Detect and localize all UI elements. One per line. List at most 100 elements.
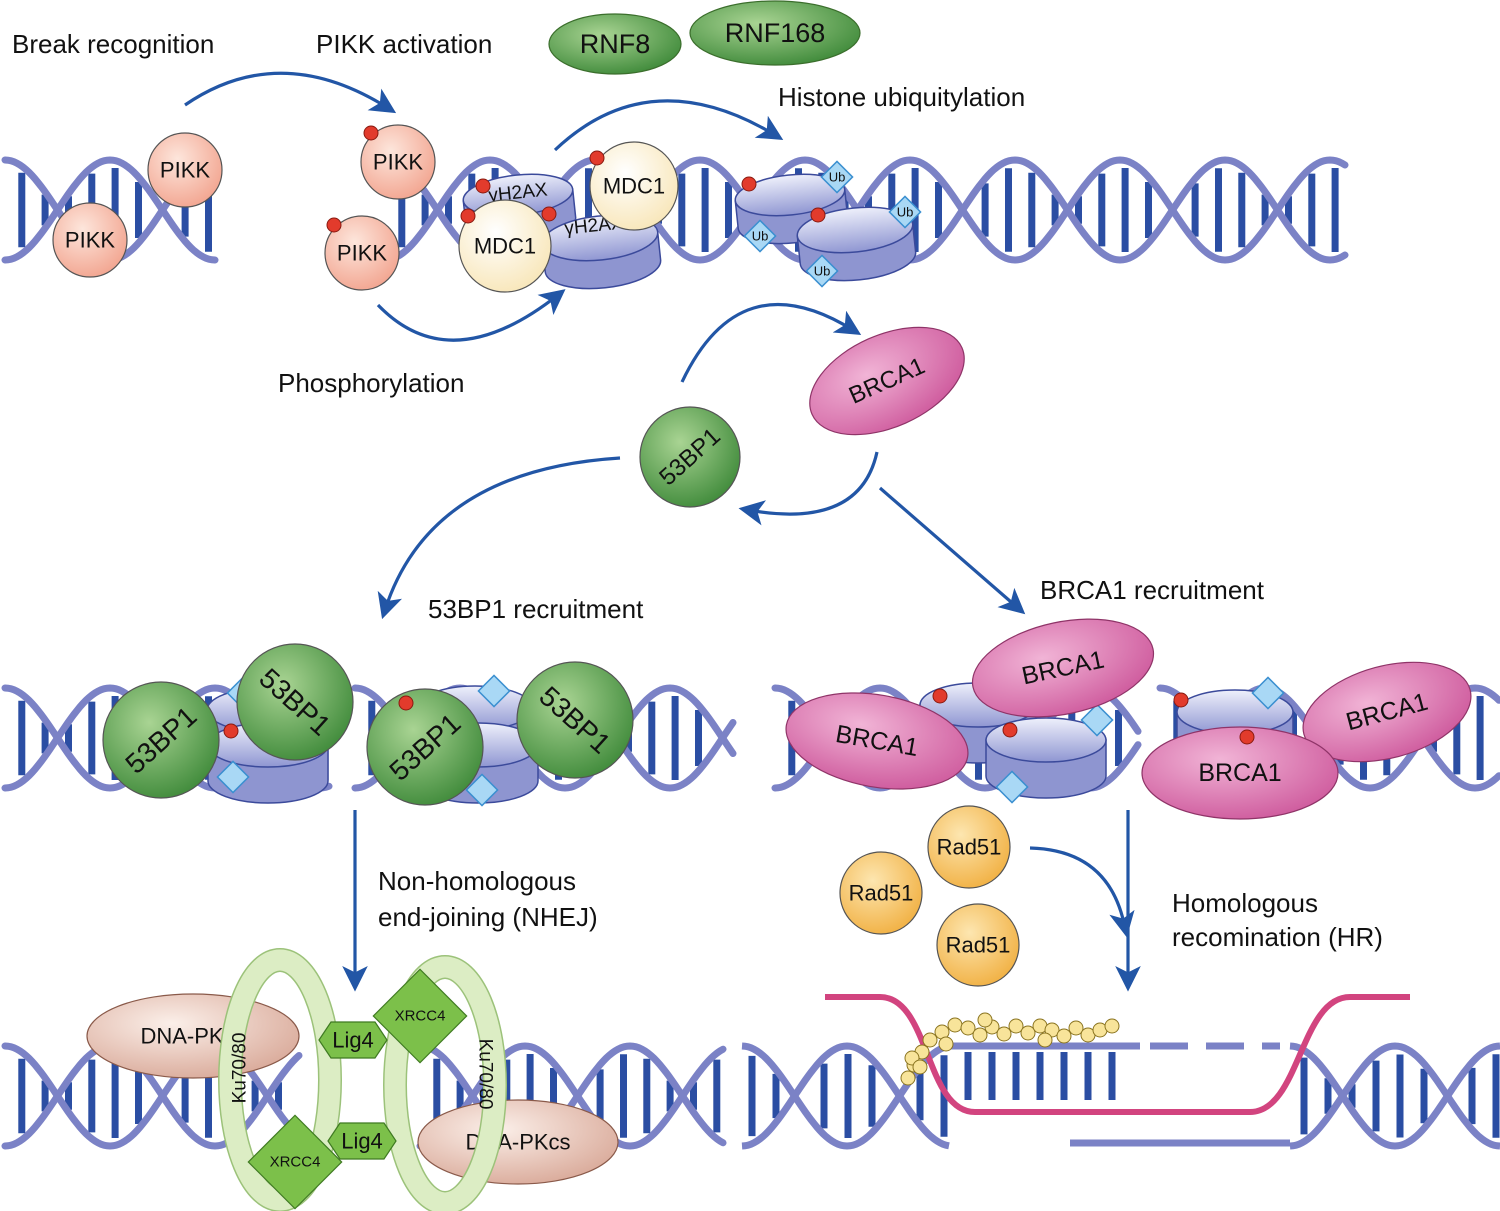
lig4-shape bbox=[327, 1122, 397, 1160]
ku70-80-ring-1: Ku70/80 bbox=[218, 948, 342, 1211]
arrow-to-53bp1-recruitment bbox=[377, 456, 621, 620]
mdc1-1: MDC1 bbox=[589, 141, 679, 231]
xrcc4: XRCC4 bbox=[372, 968, 468, 1064]
brca1-a-shape bbox=[785, 692, 969, 790]
phospho-dot bbox=[460, 208, 476, 224]
ub-diamond bbox=[1251, 676, 1285, 710]
ub-diamond bbox=[820, 160, 854, 194]
phospho-dot bbox=[223, 723, 239, 739]
ub-diamond bbox=[477, 674, 511, 708]
bp53-center: 53BP1 bbox=[639, 406, 741, 508]
phospho-dot bbox=[1002, 722, 1018, 738]
xrcc4: XRCC4 bbox=[247, 1114, 343, 1210]
histone-top bbox=[734, 173, 846, 217]
ub-diamond bbox=[465, 773, 499, 807]
rad51-bead bbox=[1020, 1025, 1036, 1041]
label-brca1-recruitment: BRCA1 recruitment bbox=[1040, 575, 1265, 605]
ubiquitin-tag: Ub bbox=[820, 160, 854, 194]
phospho-dot bbox=[1239, 729, 1255, 745]
ubiquitin-tag bbox=[465, 773, 499, 807]
brca1-c-shape bbox=[1302, 661, 1472, 763]
ub-label: Ub bbox=[897, 205, 914, 220]
rnf8-shape bbox=[548, 13, 682, 75]
phospho-dot bbox=[398, 695, 414, 711]
label-histone-ubiquitylation: Histone ubiquitylation bbox=[778, 82, 1025, 112]
rad51-bead bbox=[900, 1070, 916, 1086]
phospho-dot bbox=[1173, 692, 1189, 708]
ub-label: Ub bbox=[829, 170, 846, 185]
ub-diamond bbox=[995, 770, 1029, 804]
ku70-80-ring-2: Ku70/80 bbox=[383, 955, 507, 1211]
ub-diamond bbox=[1080, 703, 1114, 737]
dna-bottom-left-2 bbox=[416, 1042, 727, 1150]
lig4: Lig4 bbox=[318, 1021, 388, 1059]
brca1-center: BRCA1 bbox=[809, 326, 965, 436]
bp53-d: 53BP1 bbox=[516, 661, 634, 779]
ub-diamond bbox=[743, 219, 777, 253]
bp53-d-shape bbox=[516, 661, 634, 779]
lig4: Lig4 bbox=[327, 1122, 397, 1160]
dna-rungs bbox=[748, 1052, 1500, 1138]
phospho-dot bbox=[741, 176, 757, 192]
rad51-bead bbox=[947, 1017, 963, 1033]
xrcc4-label: XRCC4 bbox=[270, 1154, 321, 1171]
phospho-dot bbox=[810, 207, 826, 223]
mdc1-1-label: MDC1 bbox=[603, 174, 665, 199]
dna-strand bbox=[1289, 1042, 1500, 1150]
rad51-bead bbox=[960, 1020, 976, 1036]
rnf8-label: RNF8 bbox=[580, 29, 651, 59]
label-phosphorylation: Phosphorylation bbox=[278, 368, 464, 398]
pikk-unbound-2: PIKK bbox=[52, 202, 128, 278]
brca1-b-shape bbox=[971, 618, 1155, 718]
ku-label-2: Ku70/80 bbox=[475, 1039, 496, 1110]
bp53-b-shape bbox=[236, 643, 354, 761]
phospho-dot bbox=[541, 206, 557, 222]
ku-ring-fill bbox=[384, 956, 506, 1211]
dna-pkcs-2: DNA-PKcs bbox=[417, 1099, 619, 1185]
xrcc4-shape bbox=[372, 968, 468, 1064]
brca1-b: BRCA1 bbox=[971, 618, 1155, 718]
ubiquitin-tag: Ub bbox=[805, 254, 839, 288]
label-nhej-line1: Non-homologous bbox=[378, 866, 576, 896]
bp53-a: 53BP1 bbox=[102, 681, 220, 799]
pikk-unbound-1-label: PIKK bbox=[160, 158, 210, 183]
bp53-a-shape bbox=[102, 681, 220, 799]
dna-strand bbox=[1, 1042, 303, 1150]
pikk-active-1-label: PIKK bbox=[373, 150, 423, 175]
rad51-filament bbox=[900, 1012, 1120, 1086]
rad51-bead bbox=[1037, 1032, 1053, 1048]
pikk-active-1: PIKK bbox=[360, 124, 436, 200]
label-pikk-activation: PIKK activation bbox=[316, 29, 492, 59]
rad51-3: Rad51 bbox=[936, 903, 1020, 987]
pikk-unbound-1: PIKK bbox=[147, 132, 223, 208]
brca1-center-shape bbox=[809, 326, 965, 436]
lig4-label: Lig4 bbox=[341, 1129, 383, 1154]
rad51-bead bbox=[912, 1059, 928, 1075]
ubiquitin-tag: Ub bbox=[888, 195, 922, 229]
brca1-d-label: BRCA1 bbox=[1198, 759, 1281, 787]
phospho-dot bbox=[326, 217, 342, 233]
histone bbox=[541, 214, 662, 290]
rad51-1-shape bbox=[927, 805, 1011, 889]
rad51-bead bbox=[972, 1027, 988, 1043]
rad51-bead bbox=[1068, 1020, 1084, 1036]
rad51-bead bbox=[996, 1026, 1012, 1042]
labels: Break recognition PIKK activation Histon… bbox=[12, 29, 1383, 952]
label-hr-line1: Homologous bbox=[1172, 888, 1318, 918]
rnf168-label: RNF168 bbox=[725, 18, 826, 48]
bp53-b: 53BP1 bbox=[236, 643, 354, 761]
pikk-unbound-1-shape bbox=[147, 132, 223, 208]
dna-hr-region bbox=[741, 994, 1500, 1150]
rad51-bead bbox=[1104, 1018, 1120, 1034]
ub-diamond bbox=[216, 760, 250, 794]
phospho-dot bbox=[363, 125, 379, 141]
ku-label-1: Ku70/80 bbox=[230, 1033, 251, 1104]
dna-pkcs-1: DNA-PKcs bbox=[86, 993, 300, 1079]
ubiquitin-tag bbox=[995, 770, 1029, 804]
rnf8: RNF8 bbox=[548, 13, 682, 75]
phospho-dot bbox=[475, 178, 491, 194]
label-break-recognition: Break recognition bbox=[12, 29, 214, 59]
arrow-to-ubiquitylation bbox=[553, 99, 784, 152]
